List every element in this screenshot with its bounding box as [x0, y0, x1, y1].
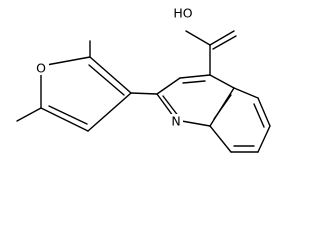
- bond-carboxyl-co-double-b: [212, 35, 237, 50]
- furan-oxygen-label: O: [36, 61, 46, 76]
- bond-furan-c5-c4: [40, 107, 89, 132]
- bond-c4-c4a: [209, 74, 235, 89]
- bond-c2-furan-c3: [130, 92, 158, 95]
- bonds: [16, 30, 271, 153]
- bond-c4-c3-inner: [182, 80, 206, 84]
- atom-labels: O N HO: [34, 6, 195, 129]
- bond-c6-c7: [257, 125, 271, 153]
- bond-c4-c3: [179, 74, 211, 79]
- bond-carboxyl-co-double-a: [209, 30, 235, 46]
- bond-furan-c3-c2-inner: [88, 64, 125, 96]
- bond-c2-n1-inner: [162, 95, 180, 118]
- bond-furan-c2-o1: [40, 56, 91, 67]
- bond-c5-c6-inner: [253, 103, 265, 128]
- bond-furan-c3-c2: [89, 56, 132, 94]
- bond-c5-c6: [257, 97, 271, 127]
- bond-c8a-c4a-inner: [213, 94, 232, 120]
- bond-furan-c5-c4-inner: [48, 105, 88, 125]
- bond-c3-c2: [156, 77, 181, 95]
- bond-c8-c8a: [209, 125, 232, 153]
- carboxyl-hydroxyl-label: HO: [173, 6, 192, 21]
- bond-carboxyl-oh: [185, 30, 211, 46]
- bond-methyl-c5: [16, 107, 42, 122]
- bond-c4a-c5: [233, 87, 259, 99]
- bond-furan-c4-c3: [87, 92, 132, 132]
- quinoline-nitrogen-label: N: [171, 114, 180, 129]
- structure-diagram: O N HO: [16, 6, 271, 153]
